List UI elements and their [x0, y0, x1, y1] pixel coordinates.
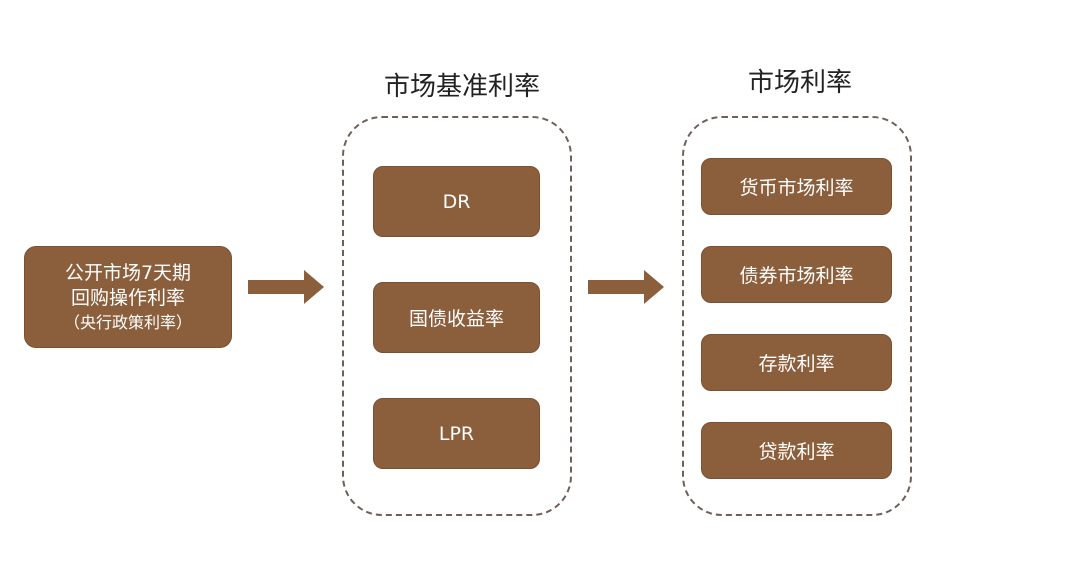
arrow-right-icon: [248, 270, 324, 304]
policy-rate-line-2: 回购操作利率: [70, 287, 185, 310]
market-group-frame: [682, 116, 912, 516]
benchmark-item-lpr: LPR: [373, 398, 540, 469]
market-item-bond-market: 债券市场利率: [701, 246, 892, 303]
market-item-loan: 贷款利率: [701, 422, 892, 479]
benchmark-item-treasury-yield: 国债收益率: [373, 282, 540, 353]
policy-rate-box: 公开市场7天期 回购操作利率 （央行政策利率）: [24, 246, 232, 348]
benchmark-group-frame: [342, 116, 572, 516]
benchmark-item-dr: DR: [373, 166, 540, 237]
policy-rate-line-1: 公开市场7天期: [64, 261, 192, 284]
policy-rate-line-3: （央行政策利率）: [63, 312, 192, 332]
arrow-right-icon: [588, 270, 664, 304]
market-group-title: 市场利率: [747, 68, 852, 98]
benchmark-group-title: 市场基准利率: [383, 72, 540, 102]
market-item-money-market: 货币市场利率: [701, 158, 892, 215]
market-item-deposit: 存款利率: [701, 334, 892, 391]
